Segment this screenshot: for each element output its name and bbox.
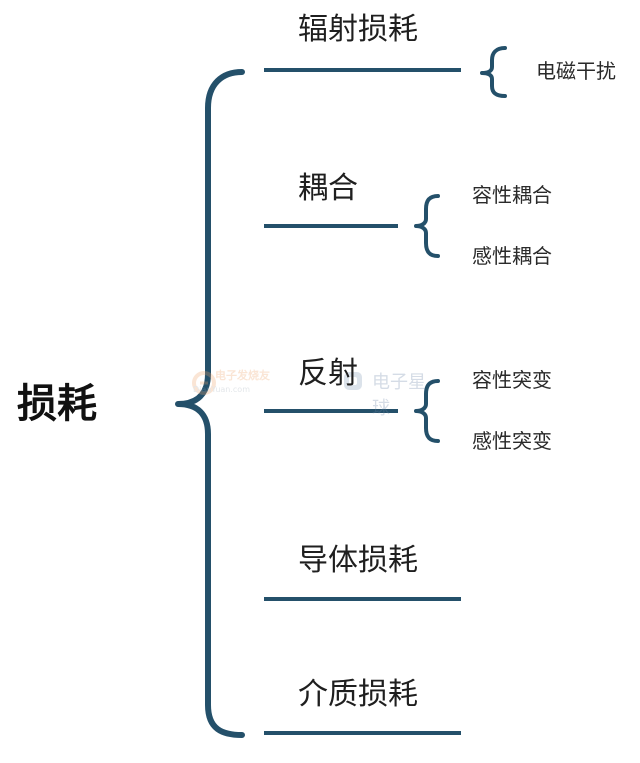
branch-label-radiation: 辐射损耗 [298,12,418,47]
leaf-label-emi: 电磁干扰 [536,59,616,83]
leaf-label-capacitive-coupling: 容性耦合 [472,183,552,207]
main-brace [175,69,245,738]
brace-radiation [480,46,507,98]
root-label: 损耗 [17,381,97,427]
brace-reflection [414,379,440,443]
leaf-label-capacitive-step: 容性突变 [472,368,552,392]
branch-label-conductor-loss: 导体损耗 [298,543,418,578]
branch-label-dielectric-loss: 介质损耗 [298,677,418,712]
leaf-label-inductive-step: 感性突变 [472,429,552,453]
branch-label-coupling: 耦合 [298,171,358,206]
branch-label-reflection: 反射 [298,356,358,391]
leaf-label-inductive-coupling: 感性耦合 [472,244,552,268]
brace-coupling [414,194,440,258]
